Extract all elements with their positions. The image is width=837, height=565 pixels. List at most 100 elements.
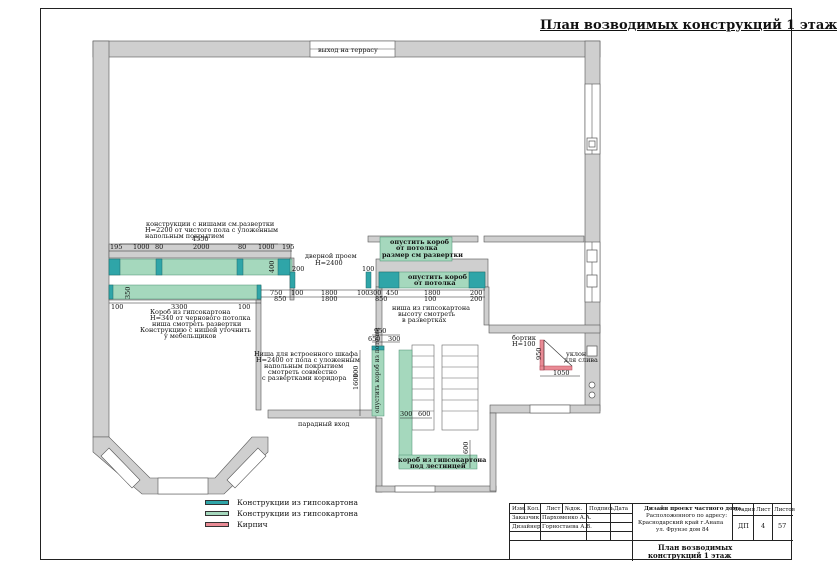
stamp-project-4: ул. Фрунзе дом 84 (656, 527, 709, 533)
note-ceiling-top-2: от потолка (396, 244, 438, 252)
note-box-left-3: ниша смотреть развертки (152, 320, 241, 328)
note-ceiling-top-1: опустить короб (390, 238, 450, 246)
drywall-light (108, 236, 486, 470)
dim-100-a: 100 (362, 265, 374, 273)
note-ceiling-top-3: размер см развертки (382, 251, 463, 259)
dim-1600: 1600 (352, 373, 360, 390)
dimension-lines (109, 243, 580, 468)
dim-100-br: 100 (238, 303, 250, 311)
stamp-sheet-header: Лист (756, 507, 771, 513)
dim-80-right: 80 (238, 243, 246, 251)
dim-300: 300 (369, 289, 381, 297)
stamp-sheet: 4 (761, 522, 766, 530)
stamp-header-doc: №док. (565, 506, 583, 512)
dim-195-left: 195 (110, 243, 122, 251)
note-niche-right-2: высоту смотреть (398, 310, 456, 318)
floor-plan-drawing: 195 1000 80 4550 2000 80 1000 195 350 40… (92, 40, 601, 495)
legend-item-light-green: Конструкции из гипсокартона (205, 508, 358, 519)
note-curb-2: Н=100 (512, 340, 536, 348)
dim-350: 350 (124, 287, 132, 299)
dim-100-stair: 100 (352, 366, 360, 378)
dim-80-left: 80 (155, 243, 163, 251)
stamp-project-3: Краснодарский край г.Анапа (638, 520, 724, 526)
note-curb-1: бортик (512, 334, 536, 342)
note-top-line-1: конструкции с нишами см.развертки (146, 220, 274, 228)
dim-750: 750 (270, 289, 282, 297)
stamp-stage: ДП (738, 522, 749, 530)
dim-300-stair: 300 (388, 335, 400, 343)
dim-850-a: 850 (274, 295, 286, 303)
dim-650: 650 (368, 335, 380, 343)
note-niche-right-1: ниша из гипсокартона (392, 304, 470, 312)
dim-400: 400 (268, 261, 276, 273)
dim-450: 450 (386, 289, 398, 297)
door-opening-height: Н=2400 (315, 259, 343, 267)
stamp-header-date: Дата (614, 506, 629, 512)
note-wardrobe-5: с развертками коридора (262, 374, 346, 382)
dim-195-right: 195 (282, 243, 294, 251)
stamp-sheets: 57 (778, 522, 787, 530)
dim-1800-d: 100 (424, 295, 436, 303)
stamp-header-sign: Подпись (589, 506, 614, 512)
note-niche-right-3: в развертках (402, 316, 447, 324)
legend-label-teal: Конструкции из гипсокартона (237, 498, 358, 507)
legend-label-light-green: Конструкции из гипсокартона (237, 509, 358, 518)
dim-200-c: 200 (470, 295, 482, 303)
stamp-project-2: Расположенного по адресу: (646, 513, 728, 519)
legend-item-teal: Конструкции из гипсокартона (205, 497, 358, 508)
note-box-left-4: Конструкцию с нишей уточнить (140, 326, 251, 334)
stamp-role-customer: Заказчик (512, 515, 540, 521)
wall-fixtures (586, 137, 598, 399)
dim-950-bath: 950 (535, 348, 543, 360)
dim-1800-a: 1800 (321, 289, 338, 297)
stamp-project-1: Дизайн проект частного дома, (644, 506, 743, 512)
note-wardrobe-1: Ниша для встроенного шкафа (254, 350, 358, 358)
plan-annotations: выход на террасу парадный вход дверной п… (140, 46, 598, 470)
dim-100-c: 100 (357, 289, 369, 297)
dim-200-a: 200 (292, 265, 304, 273)
stamp-sheets-header: Листов (774, 507, 795, 513)
dim-3300: 3300 (171, 303, 188, 311)
dim-1000-right: 1000 (258, 243, 275, 251)
note-wardrobe-3: напольным покрытием (264, 362, 343, 370)
note-stair-box-bottom-1: короб из гипсокартона (398, 456, 487, 464)
note-stair-box-vertical: опустить короб из потолка (374, 327, 381, 413)
note-ceiling-mid-1: опустить короб (408, 273, 468, 281)
dim-300-bottom: 300 (400, 410, 412, 418)
legend-swatch-brick (205, 522, 229, 527)
dim-100-b: 100 (291, 289, 303, 297)
dim-600-vertical: 600 (462, 442, 470, 454)
note-box-left-2: Н=340 от чернового потолка (150, 314, 251, 322)
dimension-texts: 195 1000 80 4550 2000 80 1000 195 350 40… (110, 235, 570, 454)
note-slope-2: для слива (564, 356, 598, 364)
dim-2000: 2000 (193, 243, 210, 251)
note-wardrobe-2: Н=2400 от пола с уложенным (256, 356, 360, 364)
note-top-line-3: напольным покрытием (145, 232, 224, 240)
stamp-stage-header: Стадия (734, 507, 756, 513)
title-block: Изм. Кол. Лист №док. Подпись Дата Заказч… (509, 503, 795, 561)
drywall-teal (108, 258, 486, 351)
stamp-sheet-title-1: План возводимых (658, 543, 733, 552)
dim-1000-left: 1000 (133, 243, 150, 251)
note-ceiling-mid-2: от потолка (414, 279, 456, 287)
dim-850-b: 850 (375, 295, 387, 303)
note-slope-1: уклон (566, 350, 586, 358)
note-box-left-1: Короб из гипсокартона (150, 308, 231, 316)
note-stair-box-bottom-2: под лестницей (410, 462, 466, 470)
dim-950-stair: 950 (374, 327, 386, 335)
stamp-role-designer: Дизайнер (512, 524, 541, 530)
dim-4550: 4550 (192, 235, 209, 243)
dim-1800-c: 1800 (321, 295, 338, 303)
stamp-name-designer: Горностаева А.В. (542, 524, 592, 530)
dim-1050: 1050 (553, 369, 570, 377)
legend-swatch-light-green (205, 511, 229, 516)
stamp-header-kol: Кол. (527, 506, 540, 512)
note-box-left-5: у мебельщиков (164, 332, 217, 340)
dim-100-bl: 100 (111, 303, 123, 311)
door-opening-label: дверной проем (305, 252, 357, 260)
dim-200-b: 200 (470, 289, 482, 297)
note-wardrobe-4: смотреть совместно (268, 368, 337, 376)
slope-line (543, 339, 573, 367)
legend: Конструкции из гипсокартона Конструкции … (205, 497, 358, 530)
note-top-line-2: Н=2200 от чистого пола с уложенным (145, 226, 278, 234)
